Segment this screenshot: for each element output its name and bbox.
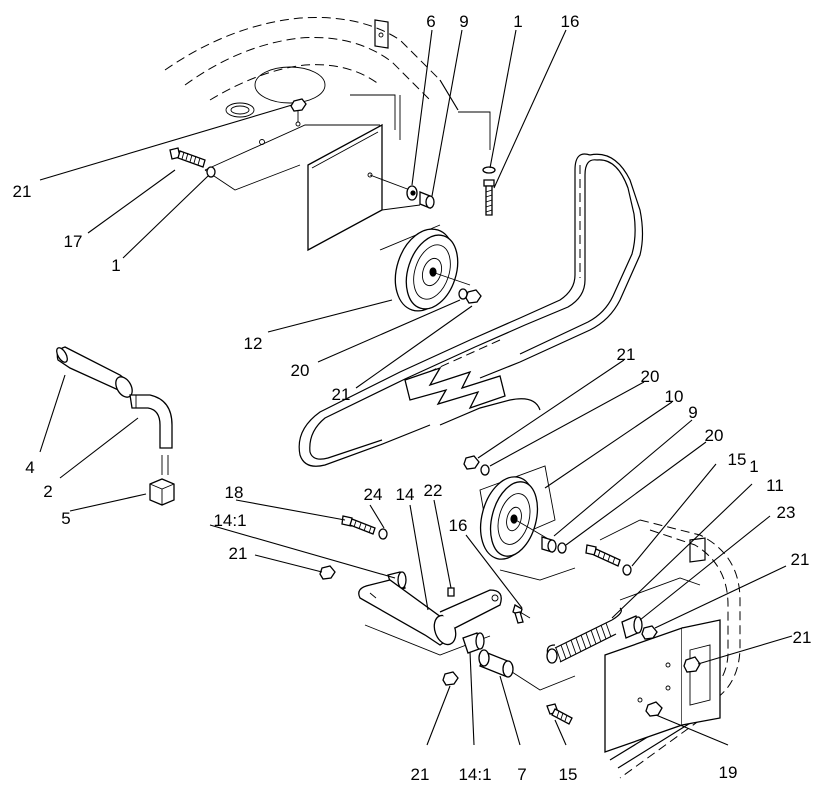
grip-4 <box>56 346 133 398</box>
callout-labels: 6 9 1 16 21 17 1 12 20 21 4 2 5 21 20 10… <box>13 12 812 784</box>
callout-19: 19 <box>719 763 738 782</box>
leader-lines <box>39 29 793 746</box>
callout-17: 17 <box>64 232 83 251</box>
nut-19 <box>645 701 663 717</box>
callout-12: 12 <box>244 334 263 353</box>
bolt-15-right <box>585 544 621 567</box>
callout-16-mid: 16 <box>449 516 468 535</box>
nut-21-right-top <box>463 455 480 470</box>
washer-20-right-a <box>480 464 490 476</box>
callout-9-right: 9 <box>688 403 697 422</box>
washer-1-right <box>622 564 632 576</box>
callout-21-right-top: 21 <box>617 345 636 364</box>
bushing-14-1-bottom <box>462 632 485 654</box>
callout-10: 10 <box>665 387 684 406</box>
washer-1-top <box>482 166 496 174</box>
callout-20-right-b: 20 <box>705 426 724 445</box>
callout-9-top: 9 <box>459 12 468 31</box>
spacer-23 <box>621 615 643 639</box>
callout-14-1-left: 14:1 <box>213 511 246 530</box>
nut-21-mid <box>465 289 482 304</box>
callout-5: 5 <box>61 509 70 528</box>
callout-15-right: 15 <box>728 450 747 469</box>
spring-11 <box>546 607 622 664</box>
callout-14: 14 <box>396 485 415 504</box>
nut-5 <box>149 478 175 506</box>
drive-belt <box>298 153 644 467</box>
callout-4: 4 <box>25 458 34 477</box>
lower-frame <box>599 519 741 779</box>
callout-6-top: 6 <box>426 12 435 31</box>
callout-21-upper-left: 21 <box>13 182 32 201</box>
nut-21-lower-left <box>319 565 336 580</box>
upper-frame <box>164 17 491 252</box>
nut-21-far-right-b <box>683 656 701 673</box>
grease-fitting-22 <box>447 587 455 597</box>
nut-21-bottom <box>442 671 459 686</box>
spacer-9-right <box>541 536 557 553</box>
callout-21-lower-left: 21 <box>229 544 248 563</box>
callout-18: 18 <box>225 483 244 502</box>
bolt-15-bottom <box>546 703 573 725</box>
callout-20-mid: 20 <box>291 361 310 380</box>
callout-7: 7 <box>517 765 526 784</box>
callout-11: 11 <box>766 476 784 495</box>
tube-7 <box>478 649 576 691</box>
callout-15-bottom: 15 <box>559 765 578 784</box>
pulley-10 <box>479 465 576 581</box>
washer-6 <box>406 185 418 201</box>
callout-1-top: 1 <box>513 12 522 31</box>
washer-20-right-b <box>557 542 567 554</box>
nut-21-upper <box>290 98 307 127</box>
callout-23: 23 <box>777 503 796 522</box>
callout-21-bottom: 21 <box>411 765 430 784</box>
callout-20-right-a: 20 <box>641 367 660 386</box>
handle-rod-2 <box>129 394 173 475</box>
callout-24: 24 <box>364 485 383 504</box>
callout-14-1-bottom: 14:1 <box>458 765 491 784</box>
spacer-9-top <box>419 191 435 209</box>
callout-2: 2 <box>43 482 52 501</box>
bolt-18 <box>341 515 376 535</box>
callout-21-far-right-a: 21 <box>791 550 810 569</box>
callout-1-left: 1 <box>111 256 120 275</box>
callout-21-far-right-b: 21 <box>793 628 812 647</box>
callout-16-top: 16 <box>561 12 580 31</box>
callout-1-right: 1 <box>749 457 758 476</box>
washer-24 <box>378 528 388 540</box>
lever-14 <box>358 579 502 656</box>
bolt-16-mid <box>512 604 531 624</box>
callout-21-mid: 21 <box>332 385 351 404</box>
bolt-16-top <box>483 179 495 216</box>
nut-21-far-right-a <box>641 625 658 640</box>
pulley-12 <box>379 224 471 312</box>
washer-1-left <box>206 166 216 178</box>
bolt-17 <box>169 147 206 168</box>
callout-22: 22 <box>424 481 443 500</box>
